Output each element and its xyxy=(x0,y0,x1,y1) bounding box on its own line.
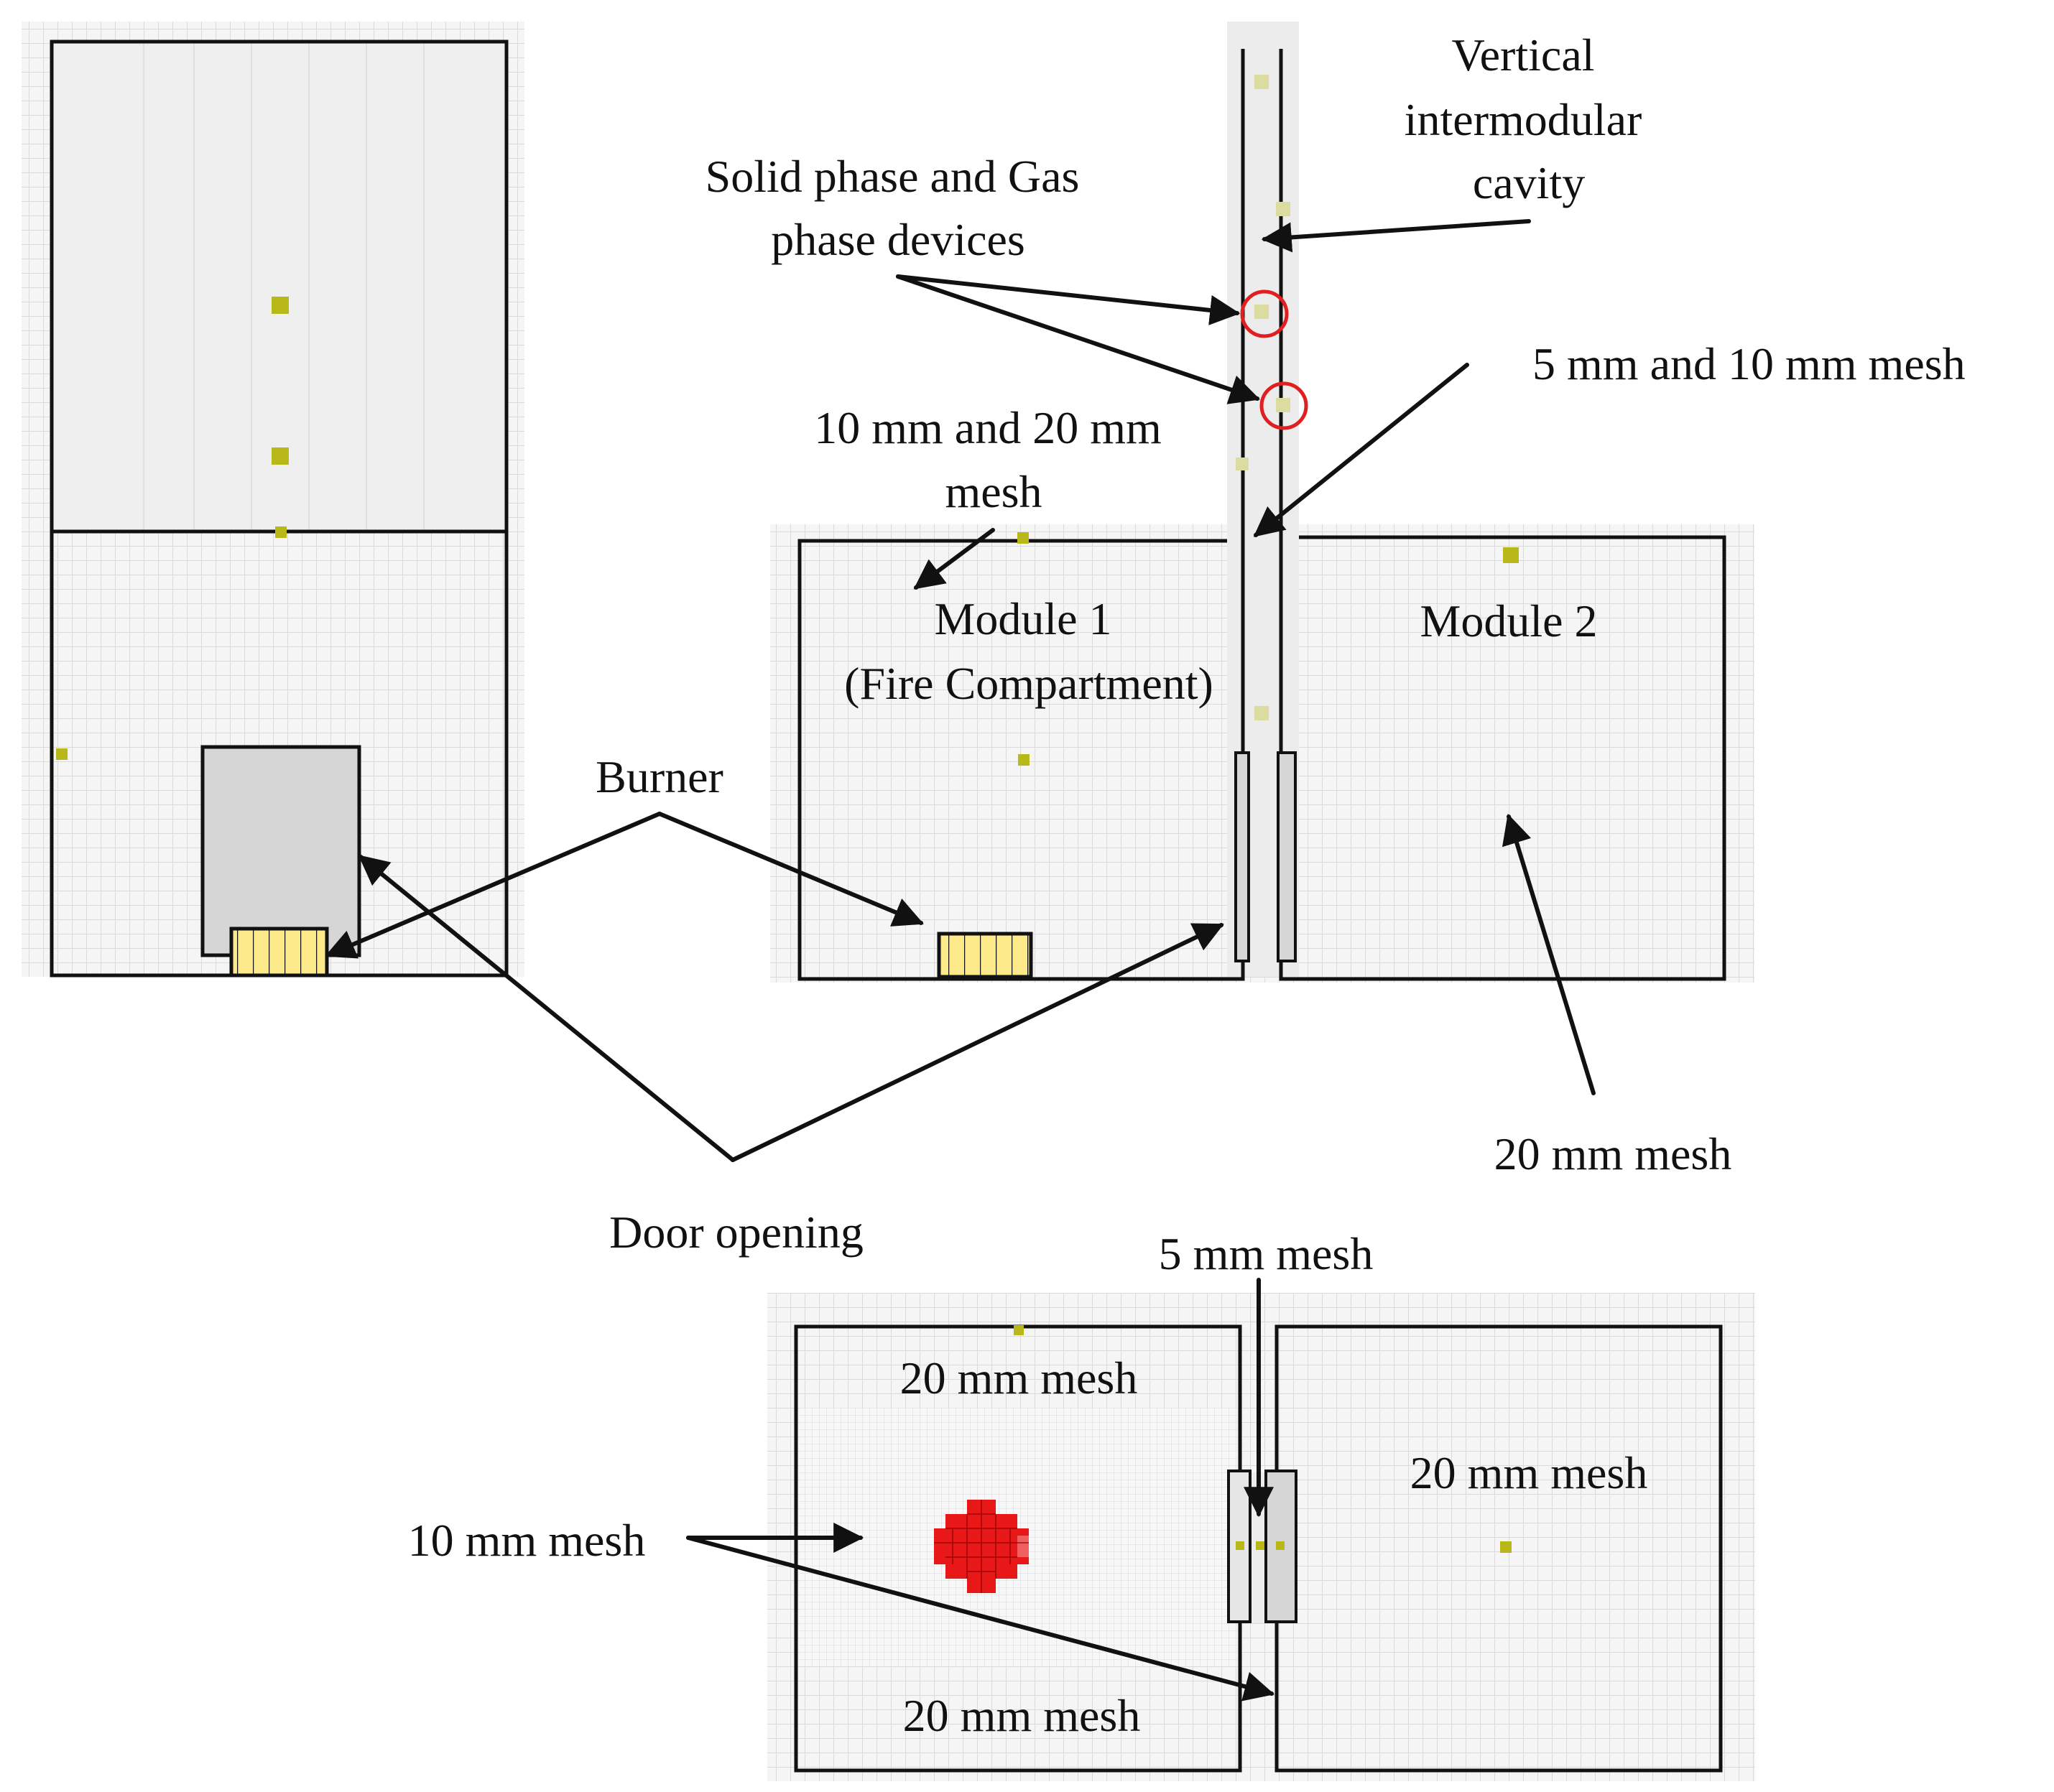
module-1-device-top xyxy=(1017,532,1029,544)
arrow-cavity-mesh xyxy=(1253,363,1469,537)
arrow-cavity xyxy=(1261,219,1531,253)
cavity-device-6 xyxy=(1254,706,1269,720)
label-vertical-cavity: Vertical intermodular cavity xyxy=(1405,29,1654,208)
plan-device-cavity-2 xyxy=(1256,1541,1264,1550)
front-device-2 xyxy=(272,447,289,465)
arrow-burner-side xyxy=(657,812,924,927)
front-view-upper-stripes xyxy=(143,42,425,531)
cavity-device-4 xyxy=(1276,398,1290,412)
front-device-3 xyxy=(275,526,287,538)
arrow-devices-1 xyxy=(896,274,1241,325)
label-module-2: Module 2 xyxy=(1420,595,1597,646)
highlight-circle-2 xyxy=(1259,381,1308,430)
label-plan-cavity-mesh: 5 mm mesh xyxy=(1159,1228,1374,1279)
label-module1-mesh: 10 mm and 20 mm mesh xyxy=(814,402,1173,517)
label-plan-bottom-mesh: 20 mm mesh xyxy=(903,1690,1141,1741)
arrow-burner-front xyxy=(325,812,662,959)
text-labels: Vertical intermodular cavity Solid phase… xyxy=(408,29,1966,1741)
front-device-4 xyxy=(56,748,68,760)
plan-device-cavity-1 xyxy=(1236,1541,1244,1550)
arrow-plan-fine-2 xyxy=(686,1536,1275,1702)
front-view-door xyxy=(200,745,361,957)
label-module-1: Module 1 (Fire Compartment) xyxy=(844,593,1213,709)
side-view xyxy=(770,22,1754,983)
arrow-door-front xyxy=(358,855,735,1162)
label-plan-fine-mesh: 10 mm mesh xyxy=(408,1515,646,1566)
front-view xyxy=(22,22,524,978)
label-plan-right-mesh: 20 mm mesh xyxy=(1410,1447,1648,1498)
label-door-opening: Door opening xyxy=(609,1207,864,1258)
label-plan-top-mesh: 20 mm mesh xyxy=(900,1352,1138,1403)
plan-device-top xyxy=(1014,1325,1024,1335)
cavity-device-1 xyxy=(1254,75,1269,89)
label-cavity-mesh: 5 mm and 10 mm mesh xyxy=(1532,338,1966,389)
plan-device-cavity-3 xyxy=(1276,1541,1285,1550)
plan-device-module-2 xyxy=(1500,1541,1512,1553)
arrow-module1-mesh xyxy=(913,528,995,590)
side-view-burner xyxy=(937,932,1033,979)
arrow-devices-2 xyxy=(896,274,1260,404)
front-device-1 xyxy=(272,297,289,314)
cavity-device-2 xyxy=(1276,202,1290,216)
module-1-device-mid xyxy=(1018,754,1030,766)
label-devices: Solid phase and Gas phase devices xyxy=(706,151,1091,265)
door-opening-left xyxy=(1234,751,1250,962)
door-opening-right xyxy=(1277,751,1297,962)
module-2-device-top xyxy=(1503,547,1519,563)
highlight-circle-1 xyxy=(1240,289,1289,338)
label-burner: Burner xyxy=(596,751,723,802)
cavity-device-5 xyxy=(1236,458,1249,470)
cavity-device-3 xyxy=(1254,305,1269,319)
fire-source xyxy=(934,1500,1029,1593)
arrow-door-side xyxy=(731,923,1224,1162)
arrows xyxy=(325,219,1596,1702)
label-module2-mesh: 20 mm mesh xyxy=(1494,1128,1732,1179)
arrow-module2-mesh xyxy=(1502,813,1596,1095)
front-view-burner xyxy=(229,927,329,978)
